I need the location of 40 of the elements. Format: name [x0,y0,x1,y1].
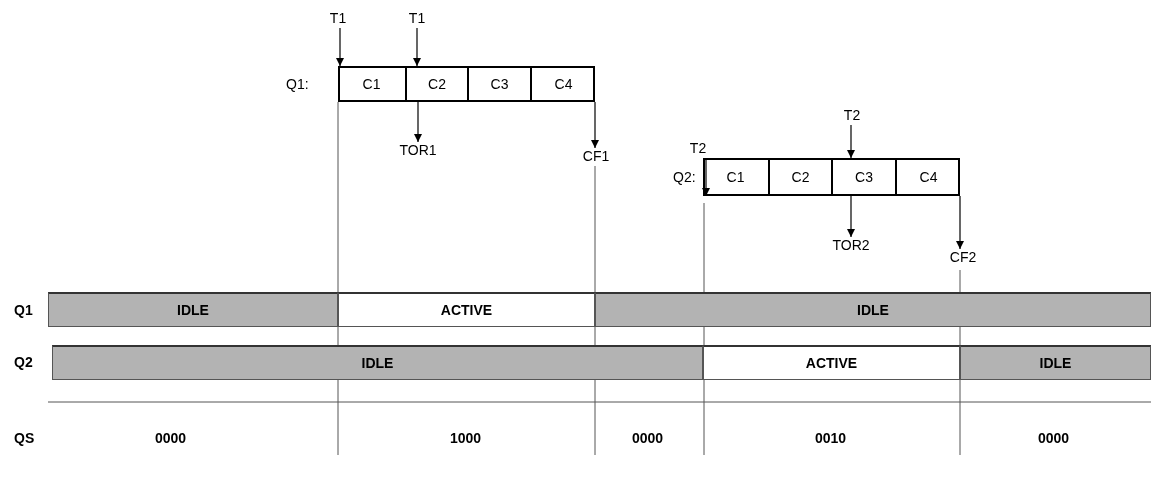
state-band: ACTIVE [703,345,960,380]
bit-value: 1000 [450,430,482,446]
arrow [847,195,855,238]
arrow [414,101,422,143]
row-label: QS [14,430,35,446]
bit-value: 0010 [815,430,847,446]
state-band: IDLE [52,345,703,380]
bit-value: 0000 [155,430,187,446]
signal-label: TOR2 [830,237,872,253]
queue-cell: C2 [405,66,467,102]
signal-label: T1 [405,10,429,26]
state-band: ACTIVE [338,292,595,327]
queue-cell: C1 [338,66,405,102]
queue-cell: C2 [768,158,831,196]
queue-cell: C1 [703,158,768,196]
state-band: IDLE [960,345,1151,380]
arrow [336,27,344,67]
signal-label: T2 [686,140,710,156]
queue-label: Q1: [286,76,309,92]
queue-cell: C4 [530,66,595,102]
arrow [956,195,964,250]
signal-label: CF2 [947,249,979,265]
queue-cell: C3 [831,158,895,196]
signal-label: TOR1 [398,142,438,158]
queue-cell: C3 [467,66,530,102]
signal-label: T2 [840,107,864,123]
state-band: IDLE [48,292,338,327]
queue-cell: C4 [895,158,960,196]
signal-label: T1 [326,10,350,26]
arrow [702,157,710,197]
arrow [847,124,855,159]
state-band: IDLE [595,292,1151,327]
row-label: Q1 [14,302,33,318]
bit-value: 0000 [1038,430,1070,446]
row-label: Q2 [14,354,33,370]
queue-label: Q2: [673,169,696,185]
arrow [413,27,421,67]
signal-label: CF1 [580,148,612,164]
bit-value: 0000 [632,430,664,446]
arrow [591,101,599,149]
